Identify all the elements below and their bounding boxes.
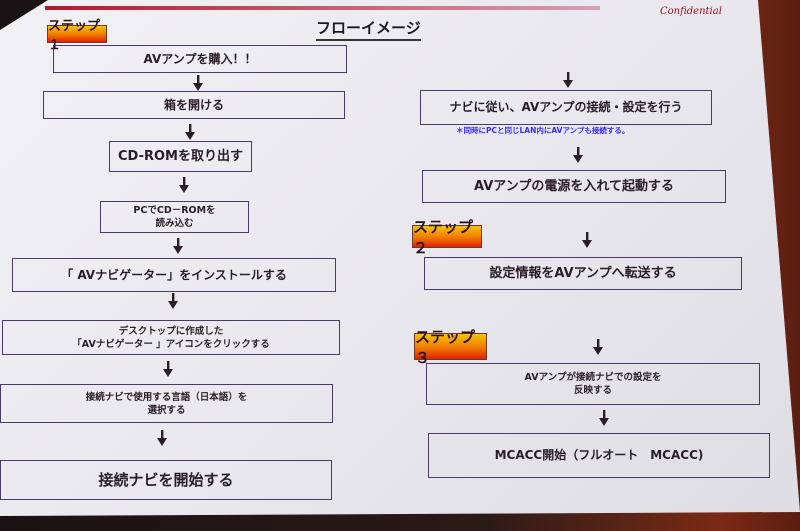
step1-badge: ステップ１: [47, 19, 107, 53]
flow-box-connect-setup: ナビに従い、AVアンプの接続・設定を行う: [420, 90, 712, 125]
box-text: 接続ナビを開始する: [98, 470, 234, 489]
flow-box-take-cd: CD-ROMを取り出す: [109, 141, 252, 172]
box-text: CD-ROMを取り出す: [118, 149, 243, 164]
down-arrow-icon: [193, 75, 203, 91]
down-arrow-icon: [173, 238, 183, 254]
box-text: 「AVナビゲーター 」アイコンをクリックする: [72, 338, 270, 350]
box-text: デスクトップに作成した: [118, 325, 224, 337]
page-title: フローイメージ: [316, 17, 421, 41]
down-arrow-icon: [573, 147, 583, 163]
box-text: 設定情報をAVアンプへ転送する: [489, 266, 677, 281]
box-text: AVアンプが接続ナビでの設定を: [524, 372, 662, 383]
box-text: ナビに従い、AVアンプの接続・設定を行う: [449, 100, 683, 114]
box-text: 箱を開ける: [163, 97, 224, 112]
flow-box-transfer: 設定情報をAVアンプへ転送する: [424, 257, 742, 290]
box-text: PCでCD－ROMを: [133, 205, 216, 216]
step2-badge: ステップ２: [412, 218, 482, 257]
box-text: 選択する: [147, 404, 186, 416]
box-text: 反映する: [573, 385, 612, 396]
flow-box-select-language: 接続ナビで使用する言語（日本語）を選択する: [0, 384, 333, 423]
box-text: AVアンプの電源を入れて起動する: [474, 179, 674, 194]
down-arrow-icon: [168, 293, 178, 309]
flow-box-click-icon: デスクトップに作成した「AVナビゲーター 」アイコンをクリックする: [2, 320, 340, 355]
header-rule: [45, 6, 600, 10]
flow-box-load-cd: PCでCD－ROMを読み込む: [100, 201, 249, 233]
flow-box-power-on: AVアンプの電源を入れて起動する: [422, 170, 726, 203]
flow-box-start-navi: 接続ナビを開始する: [0, 460, 332, 500]
down-arrow-icon: [163, 361, 173, 377]
box-text: 接続ナビで使用する言語（日本語）を: [85, 391, 248, 403]
flow-box-install: 「 AVナビゲーター」をインストールする: [12, 258, 336, 292]
down-arrow-icon: [185, 124, 195, 140]
lan-note: ＊同時にPCと同じLAN内にAVアンプも接続する。: [456, 126, 630, 135]
step3-badge: ステップ３: [414, 328, 487, 367]
box-text: 読み込む: [155, 218, 194, 229]
down-arrow-icon: [593, 339, 603, 355]
flow-box-open-box: 箱を開ける: [43, 91, 345, 119]
down-arrow-icon: [582, 232, 592, 248]
box-text: 「 AVナビゲーター」をインストールする: [61, 267, 287, 282]
down-arrow-icon: [599, 410, 609, 426]
flow-box-buy-amp: AVアンプを購入！！: [53, 45, 347, 73]
flow-box-mcacc: MCACC開始（フルオート MCACC): [428, 433, 770, 478]
down-arrow-icon: [157, 430, 167, 446]
flow-box-reflect: AVアンプが接続ナビでの設定を反映する: [426, 363, 760, 405]
confidential-label: Confidential: [660, 6, 722, 17]
box-text: MCACC開始（フルオート MCACC): [494, 448, 704, 462]
box-text: AVアンプを購入！！: [143, 51, 257, 66]
down-arrow-icon: [179, 177, 189, 193]
down-arrow-icon: [563, 72, 573, 88]
